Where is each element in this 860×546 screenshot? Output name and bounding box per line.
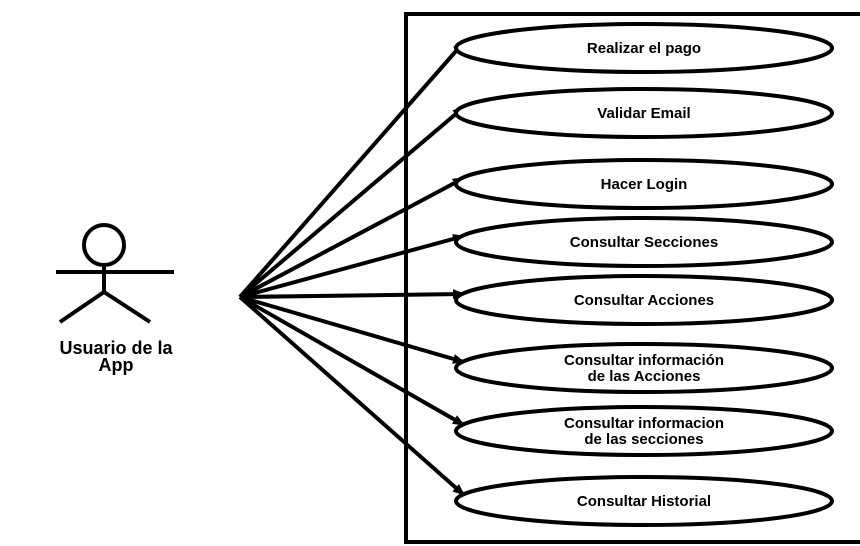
association-arrow xyxy=(239,234,465,299)
associations xyxy=(238,40,466,497)
association-arrow xyxy=(239,295,465,427)
use-case: Realizar el pago xyxy=(454,22,834,74)
use-case-ellipse xyxy=(454,216,834,268)
actor: Usuario de la App xyxy=(56,223,174,375)
association-arrow xyxy=(239,295,465,364)
association-arrow xyxy=(239,176,465,299)
use-case-ellipse xyxy=(454,22,834,74)
association-arrow xyxy=(238,40,466,299)
actor-name-line1: Usuario de la xyxy=(59,338,173,358)
actor-right-leg xyxy=(102,290,152,324)
actor-head xyxy=(82,223,126,267)
use-case-label: Consultar Secciones xyxy=(570,234,718,251)
use-case-label: Consultar informacion xyxy=(564,415,724,432)
actor-left-leg xyxy=(58,290,106,324)
use-case-ellipse xyxy=(454,274,834,326)
use-case-ellipse xyxy=(454,405,834,457)
use-case-label: Hacer Login xyxy=(601,176,688,193)
use-case: Consultar Historial xyxy=(454,475,834,527)
use-case: Validar Email xyxy=(454,87,834,139)
use-case-label: de las Acciones xyxy=(588,368,701,385)
use-case-ellipse xyxy=(454,475,834,527)
system-boundary xyxy=(404,12,860,544)
association-arrow xyxy=(238,105,466,299)
actor-name-line2: App xyxy=(99,355,134,375)
use-case-ellipse xyxy=(454,87,834,139)
use-case-label: Consultar Historial xyxy=(577,493,711,510)
use-case-label: Validar Email xyxy=(597,105,690,122)
use-case-label: Realizar el pago xyxy=(587,40,701,57)
use-case: Consultar Acciones xyxy=(454,274,834,326)
use-case: Hacer Login xyxy=(454,158,834,210)
use-case-ellipse xyxy=(454,158,834,210)
association-arrow xyxy=(238,295,466,497)
association-arrow xyxy=(239,289,465,300)
use-case: Consultar Secciones xyxy=(454,216,834,268)
use-case-ellipse xyxy=(454,342,834,394)
use-case-label: Consultar Acciones xyxy=(574,292,714,309)
use-case-label: de las secciones xyxy=(584,431,703,448)
use-case-label: Consultar información xyxy=(564,352,724,369)
